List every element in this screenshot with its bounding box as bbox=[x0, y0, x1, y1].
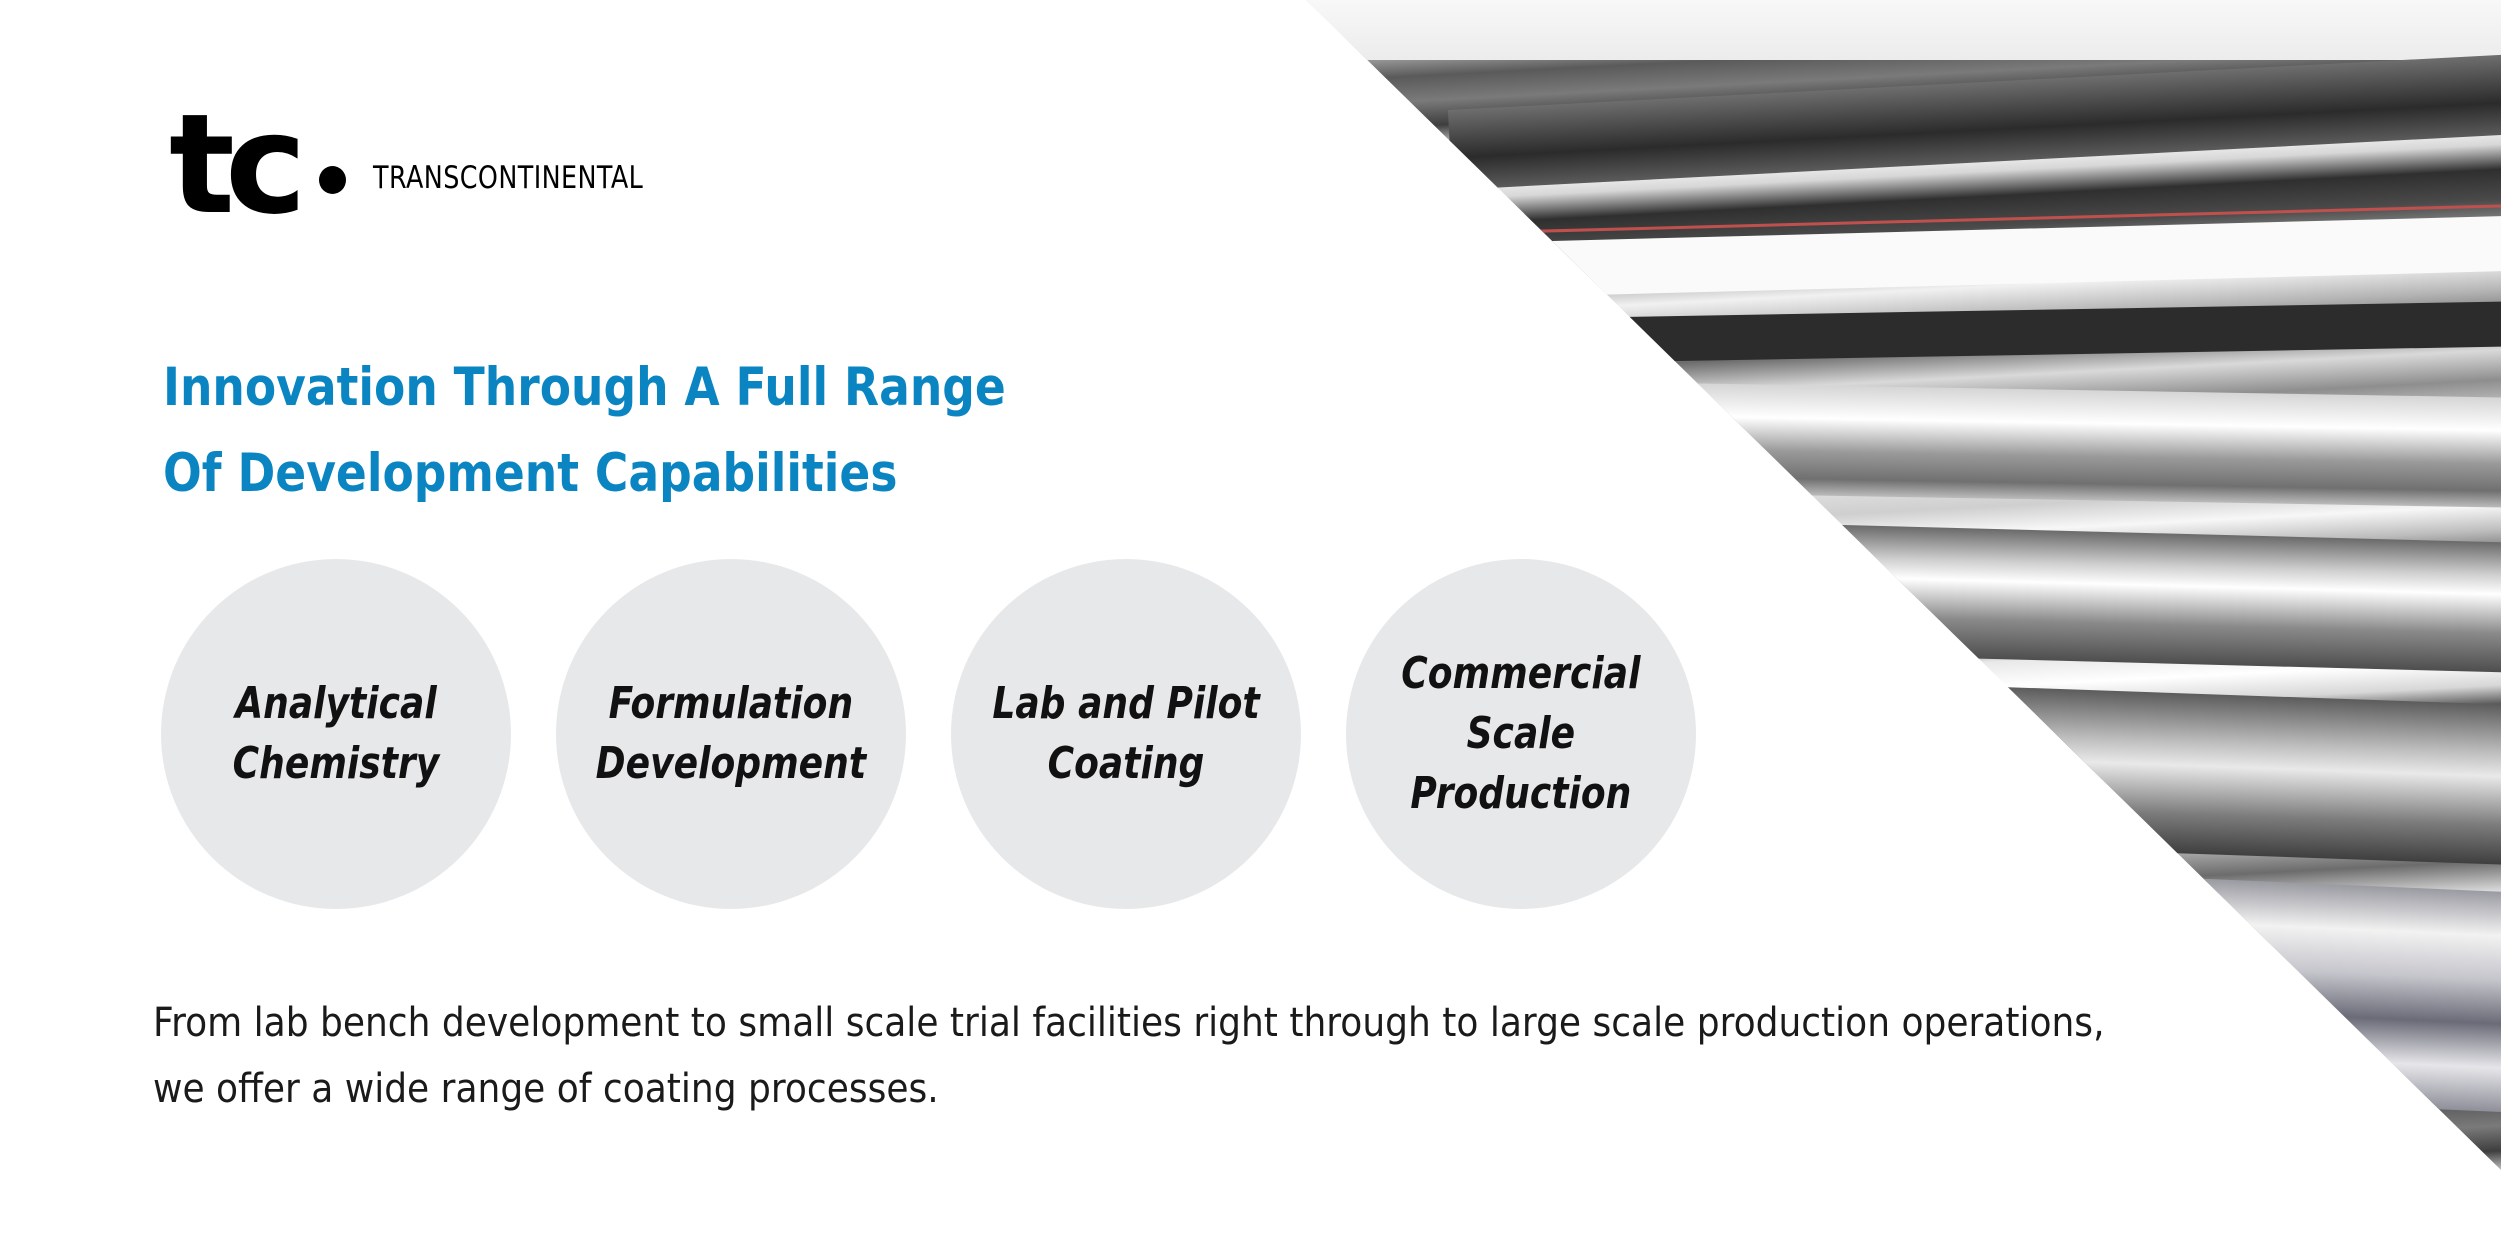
photo-steel-roller bbox=[1499, 380, 2501, 510]
photo-white-band bbox=[1399, 213, 2501, 300]
photo-ceiling bbox=[1306, 0, 2501, 60]
title-line-1: Innovation Through A Full Range bbox=[163, 357, 1006, 418]
logo-dot-icon bbox=[319, 166, 346, 194]
photo-steel-roller bbox=[1797, 680, 2501, 868]
logo-wordmark: TRANSCONTINENTAL bbox=[373, 160, 644, 196]
page-title: Innovation Through A Full Range Of Devel… bbox=[163, 345, 1006, 517]
description-paragraph: From lab bench development to small scal… bbox=[153, 1000, 2105, 1112]
capability-label: Analytical Chemistry bbox=[232, 678, 440, 789]
photo-dark-roller bbox=[1447, 49, 2501, 190]
capability-circle-lab-pilot-coating: Lab and Pilot Coating bbox=[951, 559, 1301, 909]
photo-steel-roller bbox=[1648, 520, 2501, 675]
capability-label: Lab and Pilot Coating bbox=[992, 678, 1260, 789]
capability-label: Formulation Development bbox=[595, 678, 867, 789]
capability-label: Commercial Scale Production bbox=[1401, 648, 1641, 819]
capability-circle-commercial-production: Commercial Scale Production bbox=[1346, 559, 1696, 909]
photo-ribbed-roller bbox=[1449, 299, 2501, 365]
title-line-2: Of Development Capabilities bbox=[163, 443, 898, 504]
logo-monogram: tc bbox=[169, 84, 307, 245]
capability-circle-formulation-development: Formulation Development bbox=[556, 559, 906, 909]
capability-circle-analytical-chemistry: Analytical Chemistry bbox=[161, 559, 511, 909]
